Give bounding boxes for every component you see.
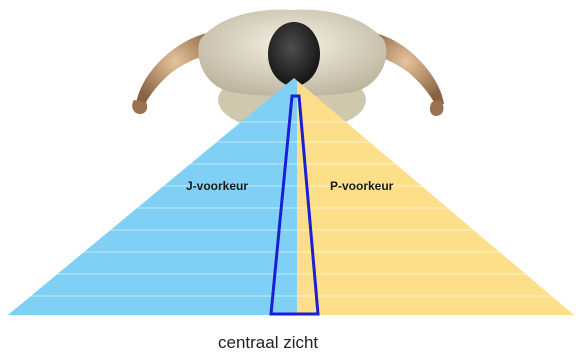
head — [268, 22, 320, 86]
left-hand — [132, 100, 147, 114]
right-hand — [430, 100, 444, 116]
j-preference-label: J-voorkeur — [186, 179, 248, 193]
p-preference-label: P-voorkeur — [330, 179, 393, 193]
central-view-label: centraal zicht — [218, 333, 318, 353]
